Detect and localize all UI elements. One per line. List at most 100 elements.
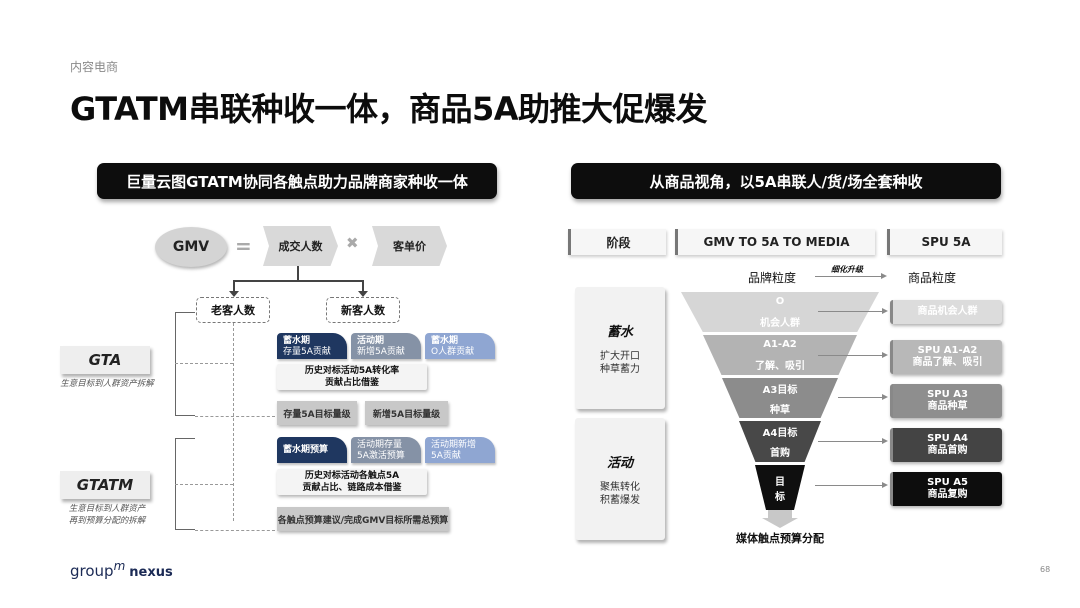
spu-title: SPU A4 bbox=[927, 433, 968, 444]
tab-title: 活动期新增 bbox=[431, 440, 477, 450]
segment-top: 目 bbox=[775, 476, 785, 488]
history-line: 贡献占比借鉴 bbox=[324, 378, 379, 388]
gtatm-tab-3: 活动期新增 5A贡献 bbox=[425, 437, 495, 463]
spu-box-o: 商品机会人群 bbox=[890, 300, 1002, 324]
connector-arrow bbox=[818, 438, 888, 444]
stage-card-campaign: 活动 聚焦转化 积蓄爆发 bbox=[575, 418, 665, 540]
new-customers-box: 新客人数 bbox=[326, 297, 400, 323]
segment-top: A4目标 bbox=[762, 427, 798, 439]
spu-subtitle: 商品首购 bbox=[927, 445, 968, 456]
gta-tab-2: 活动期 新增5A贡献 bbox=[351, 333, 421, 359]
funnel-output-label: 媒体触点预算分配 bbox=[736, 532, 824, 545]
section-label: 内容电商 bbox=[70, 60, 119, 74]
page-number: 68 bbox=[1040, 565, 1051, 574]
history-line: 历史对标活动5A转化率 bbox=[304, 366, 400, 376]
connector-arrow bbox=[818, 352, 888, 358]
history-line: 历史对标活动各触点5A bbox=[304, 471, 400, 481]
arrow-down-icon bbox=[358, 291, 368, 297]
refine-upgrade-label: 细化升级 bbox=[831, 265, 863, 274]
groupm-nexus-logo: group m nexus bbox=[70, 559, 173, 580]
spu-box-a3: SPU A3 商品种草 bbox=[890, 384, 1002, 418]
stage-desc: 扩大开口 bbox=[600, 350, 640, 362]
dotted-guide bbox=[175, 363, 233, 364]
connector-arrow bbox=[815, 482, 888, 488]
connector-arrow bbox=[838, 394, 888, 400]
funnel-segment-a4: A4目标 首购 bbox=[739, 421, 821, 462]
spu-box-a4: SPU A4 商品首购 bbox=[890, 428, 1002, 462]
tab-subtitle: 5A激活预算 bbox=[357, 451, 405, 461]
connector-arrow bbox=[818, 308, 888, 314]
segment-bottom: 种草 bbox=[770, 404, 790, 416]
funnel-segment-a1a2: A1-A2 了解、吸引 bbox=[703, 335, 857, 375]
dotted-guide bbox=[233, 323, 234, 521]
segment-bottom: 机会人群 bbox=[760, 317, 800, 329]
gta-bracket bbox=[175, 312, 195, 416]
tab-subtitle: 新增5A贡献 bbox=[357, 347, 405, 357]
spu-subtitle: 商品种草 bbox=[927, 401, 968, 412]
gtatm-tab-2: 活动期存量 5A激活预算 bbox=[351, 437, 421, 463]
spu-subtitle: 商品复购 bbox=[927, 489, 968, 500]
spu-subtitle: 商品了解、吸引 bbox=[912, 357, 983, 368]
product-granularity: 商品粒度 bbox=[908, 271, 957, 285]
connector-line bbox=[233, 280, 364, 282]
tab-title: 蓄水期 bbox=[283, 336, 311, 346]
refine-arrow bbox=[815, 273, 887, 279]
times-icon: ✖ bbox=[346, 234, 359, 252]
tab-title: 活动期 bbox=[357, 336, 385, 346]
gtatm-tab-1: 蓄水期预算 bbox=[277, 437, 347, 463]
funnel-segment-a5: 目 标 bbox=[755, 465, 805, 510]
tab-subtitle: O人群贡献 bbox=[431, 347, 475, 357]
spu-box-a5: SPU A5 商品复购 bbox=[890, 472, 1002, 506]
col-header-stage: 阶段 bbox=[568, 229, 666, 255]
segment-bottom: 标 bbox=[775, 491, 785, 503]
page-title: GTATM串联种收一体，商品5A助推大促爆发 bbox=[70, 90, 708, 128]
spu-title: 商品机会人群 bbox=[917, 306, 978, 317]
tab-title: 蓄水期 bbox=[431, 336, 459, 346]
segment-bottom: 了解、吸引 bbox=[755, 360, 805, 372]
gmv-ellipse: GMV bbox=[155, 227, 227, 267]
factor-deal-count: 成交人数 bbox=[263, 226, 338, 266]
connector-line bbox=[233, 280, 235, 292]
brand-granularity: 品牌粒度 bbox=[748, 271, 797, 285]
stage-desc: 种草蓄力 bbox=[600, 363, 640, 375]
new-5a-target: 新增5A目标量级 bbox=[365, 401, 448, 425]
touchpoint-budget-box: 各触点预算建议/完成GMV目标所需总预算 bbox=[277, 507, 449, 531]
funnel-segment-o: O 机会人群 bbox=[681, 292, 879, 332]
spu-box-a1a2: SPU A1-A2 商品了解、吸引 bbox=[890, 340, 1002, 374]
old-customers-box: 老客人数 bbox=[196, 297, 270, 323]
col-header-spu: SPU 5A bbox=[887, 229, 1002, 255]
history-line: 贡献占比、链路成本借鉴 bbox=[302, 483, 402, 493]
stage-desc: 聚焦转化 bbox=[600, 481, 640, 493]
arrow-down-icon bbox=[762, 518, 798, 528]
tab-title: 蓄水期预算 bbox=[283, 444, 329, 455]
segment-bottom: 首购 bbox=[770, 448, 790, 460]
connector-line bbox=[297, 266, 299, 280]
tab-title: 活动期存量 bbox=[357, 440, 403, 450]
stage-card-reservoir: 蓄水 扩大开口 种草蓄力 bbox=[575, 287, 665, 409]
logo-m: m bbox=[113, 559, 126, 573]
gta-label: GTA bbox=[60, 346, 150, 374]
tab-subtitle: 5A贡献 bbox=[431, 451, 461, 461]
spu-title: SPU A5 bbox=[927, 477, 968, 488]
segment-top: O bbox=[775, 295, 785, 307]
dotted-guide bbox=[195, 416, 275, 417]
gta-tab-3: 蓄水期 O人群贡献 bbox=[425, 333, 495, 359]
right-banner: 从商品视角，以5A串联人/货/场全套种收 bbox=[571, 163, 1001, 199]
segment-top: A3目标 bbox=[762, 384, 798, 396]
gtatm-label: GTATM bbox=[60, 471, 150, 499]
stage-name: 蓄水 bbox=[606, 324, 633, 340]
funnel-segment-a3: A3目标 种草 bbox=[722, 378, 838, 418]
note-line: 生意目标到人群资产 bbox=[68, 504, 146, 514]
gta-tab-1: 蓄水期 存量5A贡献 bbox=[277, 333, 347, 359]
logo-nexus: nexus bbox=[129, 565, 173, 580]
stage-desc: 积蓄爆发 bbox=[600, 494, 640, 506]
spu-title: SPU A3 bbox=[927, 389, 968, 400]
arrow-down-icon bbox=[229, 291, 239, 297]
stock-5a-target: 存量5A目标量级 bbox=[277, 401, 357, 425]
gta-history-box: 历史对标活动5A转化率 贡献占比借鉴 bbox=[277, 364, 427, 390]
gtatm-note: 生意目标到人群资产 再到预算分配的拆解 bbox=[52, 503, 162, 527]
segment-top: A1-A2 bbox=[763, 338, 797, 350]
connector-line bbox=[362, 280, 364, 292]
logo-group: group bbox=[70, 562, 114, 580]
gtatm-history-box: 历史对标活动各触点5A 贡献占比、链路成本借鉴 bbox=[277, 469, 427, 495]
